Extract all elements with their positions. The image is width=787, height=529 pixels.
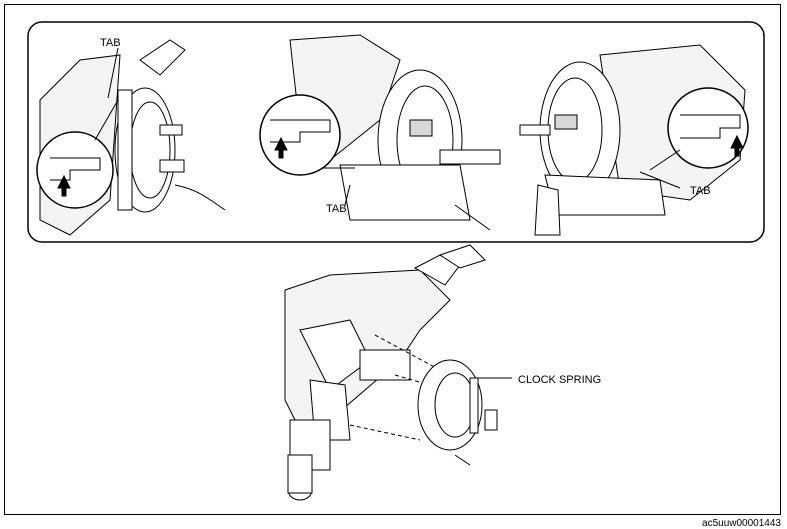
right-detail-view	[519, 44, 749, 236]
tab-label-middle: TAB	[326, 203, 347, 215]
tab-label-right: TAB	[690, 185, 711, 197]
middle-detail-view	[259, 34, 501, 231]
detail-panel	[27, 21, 765, 243]
main-exploded-view	[284, 244, 512, 501]
figure-code: ac5uuw00001443	[702, 518, 781, 529]
left-detail-view	[36, 39, 226, 236]
clock-spring-label: CLOCK SPRING	[518, 374, 601, 386]
tab-label-top-left: TAB	[100, 37, 121, 49]
figure-frame	[4, 4, 781, 515]
